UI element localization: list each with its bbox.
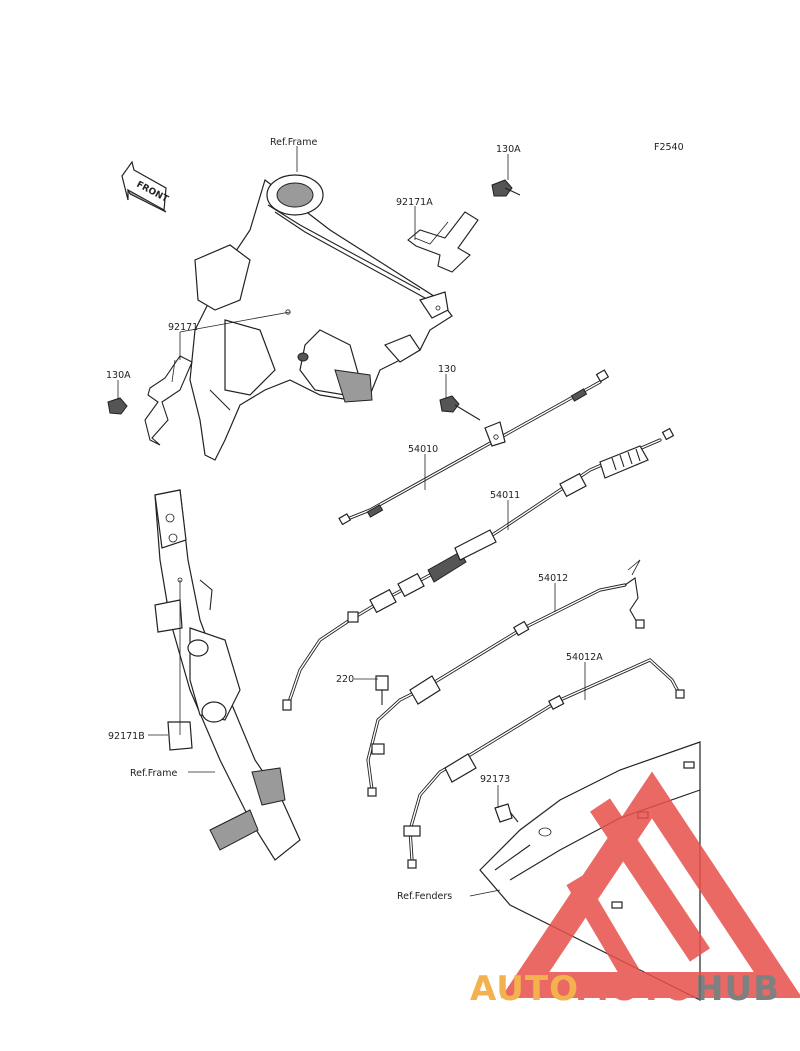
- front-arrow-icon: FRONT: [121, 160, 170, 213]
- leader-lines: [117, 146, 586, 897]
- bolt-130-icon: [439, 395, 481, 421]
- label-54010: 54010: [408, 444, 438, 455]
- label-92173: 92173: [480, 774, 510, 785]
- label-92171B: 92171B: [108, 731, 145, 742]
- label-ref-fenders: Ref.Fenders: [397, 891, 452, 902]
- callout-labels: Ref.Frame 130A 92171A 92171 130A 130 540…: [106, 137, 603, 902]
- bolt-220-icon: [375, 675, 389, 705]
- bolt-130A-upper-icon: [491, 179, 521, 197]
- label-54012: 54012: [538, 573, 568, 584]
- clamp-92171A: [407, 211, 479, 273]
- label-130A-left: 130A: [106, 370, 131, 381]
- cable-54011: [282, 427, 675, 711]
- watermark-auto: AUTO: [470, 969, 579, 1009]
- cable-54012: [366, 559, 645, 797]
- watermark-hub: HUB: [695, 969, 780, 1009]
- clip-92173-icon: [494, 803, 519, 823]
- label-92171A: 92171A: [396, 197, 433, 208]
- label-220: 220: [336, 674, 354, 685]
- diagram-id-label: F2540: [654, 142, 684, 153]
- bolt-130A-left-icon: [107, 397, 128, 415]
- cable-54012A: [403, 658, 685, 869]
- label-ref-frame-left: Ref.Frame: [130, 768, 177, 779]
- clamp-92171: [144, 355, 193, 446]
- label-ref-frame-top: Ref.Frame: [270, 137, 317, 148]
- frame-head-assembly: [189, 174, 453, 461]
- label-54012A: 54012A: [566, 652, 603, 663]
- label-92171: 92171: [168, 322, 198, 333]
- label-54011: 54011: [490, 490, 520, 501]
- watermark-logo: AUTO MOTO HUB: [470, 771, 800, 1009]
- label-130: 130: [438, 364, 456, 375]
- cable-54010: [338, 369, 610, 526]
- label-130A-top: 130A: [496, 144, 521, 155]
- frame-down-tube: [154, 489, 301, 861]
- watermark-moto: MOTO: [575, 969, 694, 1009]
